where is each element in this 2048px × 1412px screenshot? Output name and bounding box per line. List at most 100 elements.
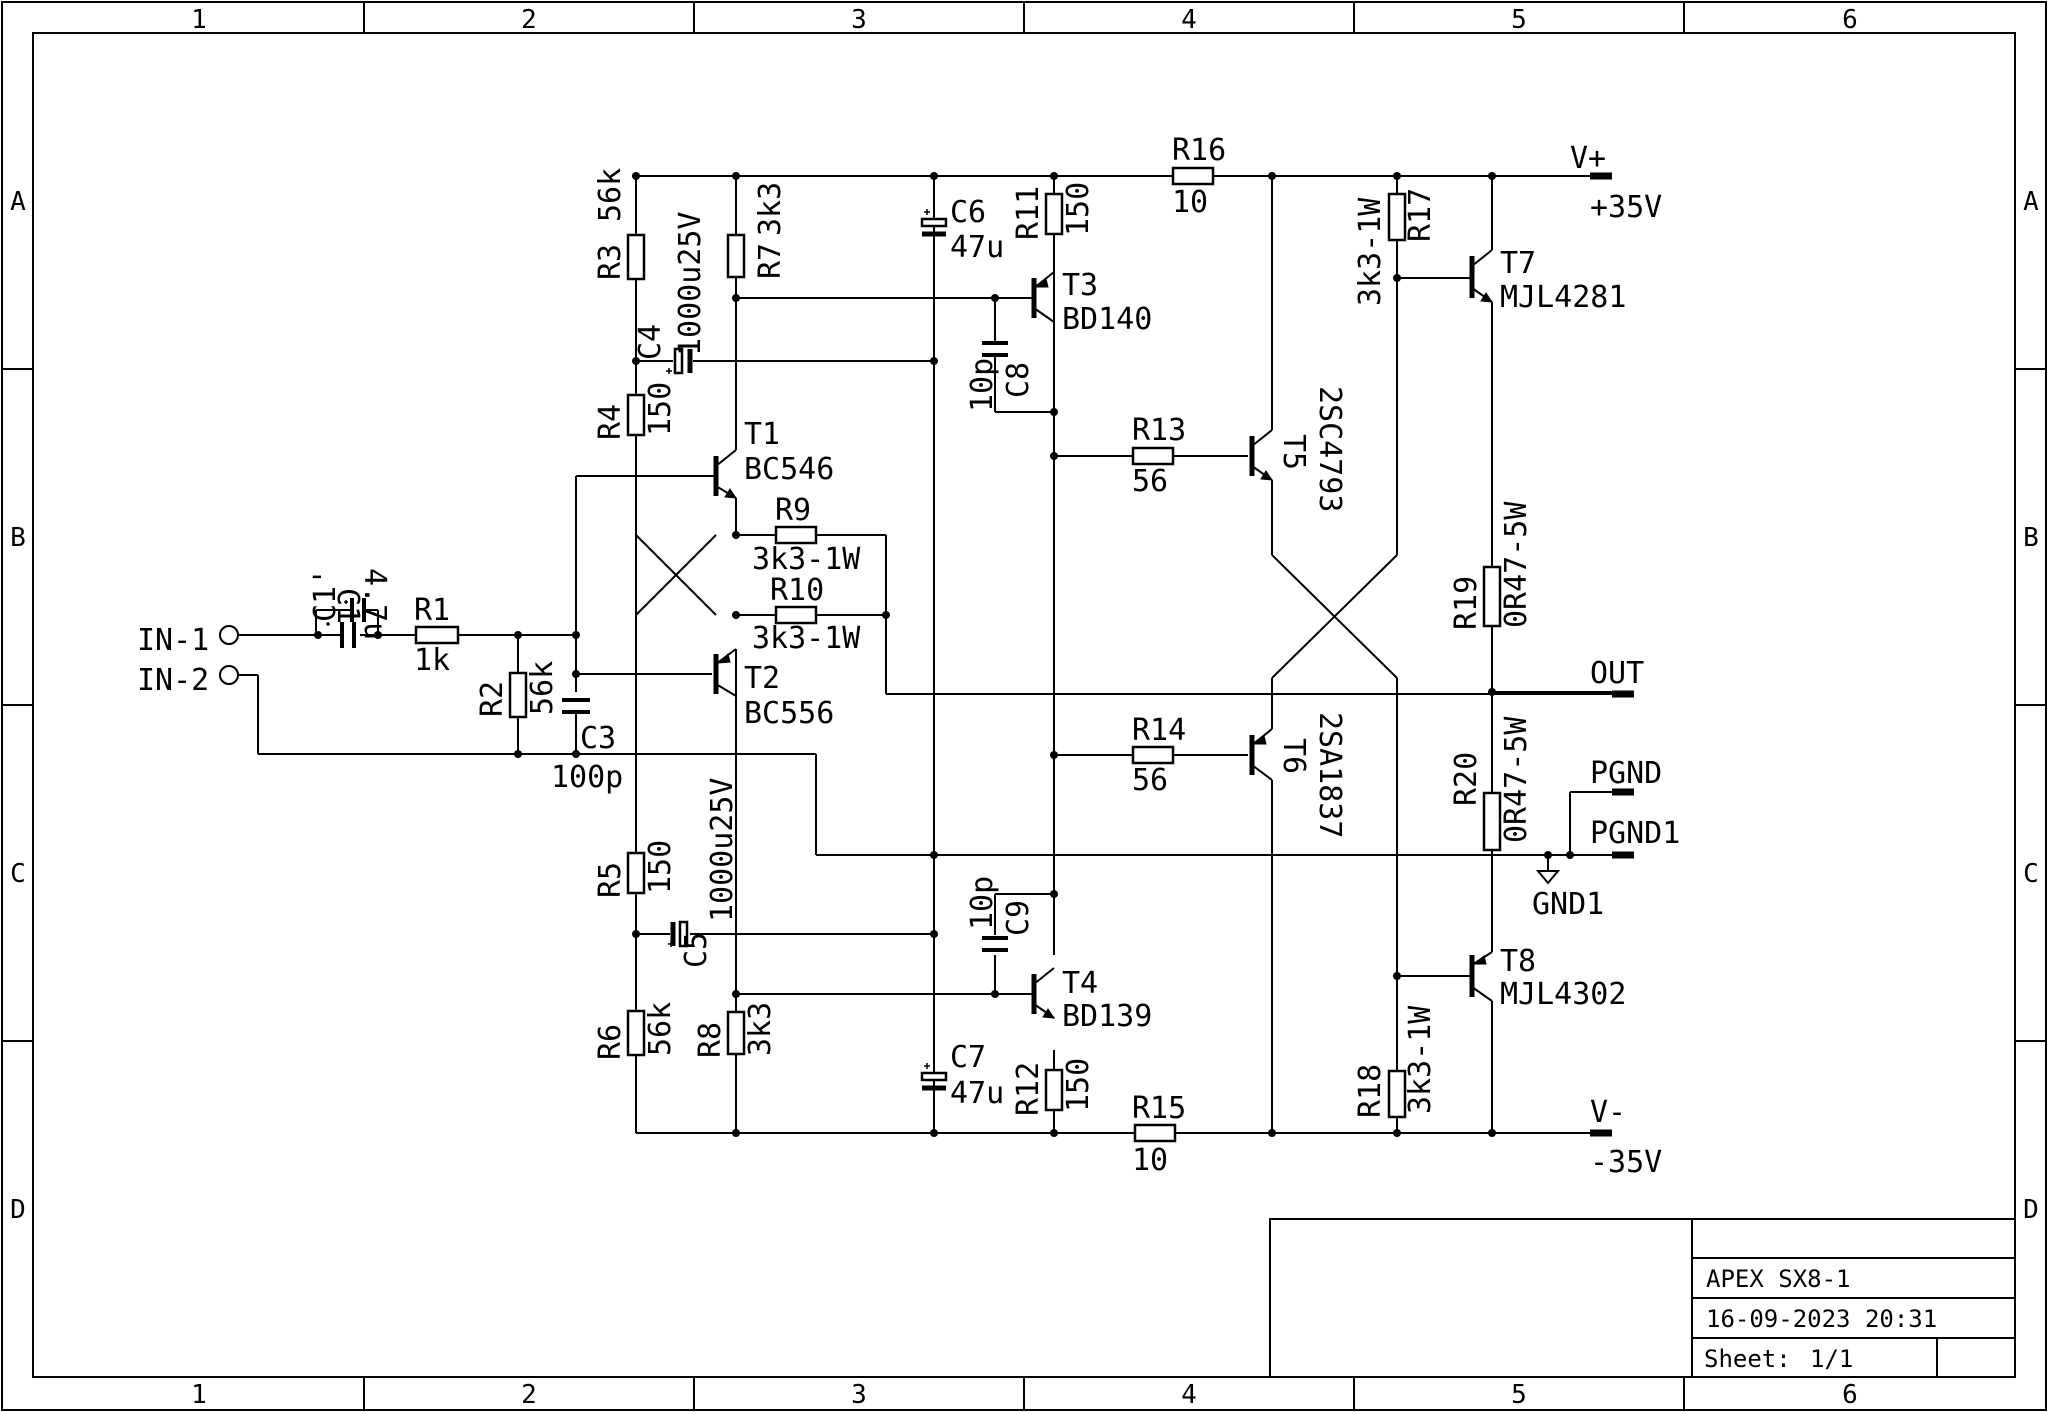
resistor-r17 — [1387, 192, 1407, 242]
capacitors — [340, 217, 1008, 1091]
ref-t1: T1 — [744, 417, 780, 452]
resistor-r19 — [1482, 565, 1502, 628]
resistor-r16 — [1171, 166, 1215, 186]
title-block-sheet-label: Sheet: — [1704, 1345, 1791, 1373]
value-t5: 2SC4793 — [1312, 386, 1347, 512]
input-terminal-2 — [219, 665, 239, 685]
resistor-r12 — [1044, 1068, 1064, 1112]
ports — [219, 172, 1634, 1137]
ref-t8: T8 — [1500, 944, 1536, 979]
ref-r15: R15 — [1132, 1091, 1186, 1126]
value-r5: 150 — [643, 840, 678, 894]
port-label-out: OUT — [1590, 656, 1644, 691]
transistor-t3 — [1020, 271, 1055, 323]
value-r18: 3k3-1W — [1403, 1005, 1438, 1114]
col-label-top: 4 — [1181, 5, 1197, 35]
ref-c1: C1 — [330, 588, 365, 624]
resistor-r1 — [414, 625, 460, 645]
title-block-title: APEX SX8-1 — [1706, 1265, 1851, 1293]
value-r6: 56k — [643, 1002, 678, 1056]
resistor-r15 — [1133, 1123, 1177, 1143]
ref-r16: R16 — [1172, 133, 1226, 168]
value-c9: 10p — [965, 876, 1000, 930]
ref-t4: T4 — [1062, 966, 1098, 1001]
ref-r11: R11 — [1011, 186, 1046, 240]
resistor-r4 — [626, 393, 646, 437]
resistor-r20 — [1482, 791, 1502, 852]
port-label-vminus-value: -35V — [1590, 1145, 1662, 1180]
ref-c5: C5 — [679, 932, 714, 968]
title-block-date: 16-09-2023 20:31 — [1706, 1305, 1937, 1333]
col-label-bottom: 1 — [191, 1380, 207, 1410]
ref-r5: R5 — [593, 862, 628, 898]
col-label-bottom: 6 — [1842, 1380, 1858, 1410]
value-c3: 100p — [551, 760, 623, 795]
value-t7: MJL4281 — [1500, 280, 1626, 315]
port-label-in2: IN-2 — [137, 663, 209, 698]
transistor-t8 — [1469, 951, 1493, 1002]
ground-symbol — [1535, 870, 1561, 885]
ref-r1: R1 — [414, 593, 450, 628]
resistor-r6 — [626, 1009, 646, 1057]
ref-c1-prime: C1' — [308, 568, 343, 622]
transistor-t7 — [1469, 249, 1493, 303]
ref-r13: R13 — [1132, 413, 1186, 448]
transistor-t4 — [1020, 967, 1055, 1019]
polarity-marks — [326, 209, 930, 1069]
title-block — [1269, 1218, 2016, 1378]
value-t2: BC556 — [744, 696, 834, 731]
value-c1: 4.7u — [357, 568, 392, 640]
value-r19: 0R47-5W — [1499, 501, 1534, 628]
ref-r18: R18 — [1353, 1064, 1388, 1118]
resistor-r5 — [626, 851, 646, 895]
value-c4: 1000u25V — [673, 212, 708, 357]
resistor-r13 — [1131, 446, 1175, 466]
transistors — [576, 249, 1493, 1019]
transistor-t6 — [1249, 728, 1273, 781]
value-r7: 3k3 — [753, 182, 788, 236]
capacitor-c4 — [673, 347, 693, 375]
value-t6: 2SA1837 — [1312, 712, 1347, 838]
value-r4: 150 — [643, 382, 678, 436]
row-label-right: B — [2023, 523, 2039, 553]
ref-c9: C9 — [1001, 900, 1036, 936]
value-c8: 10p — [965, 358, 1000, 412]
col-label-bottom: 4 — [1181, 1380, 1197, 1410]
value-r10: 3k3-1W — [752, 621, 861, 656]
ref-r20: R20 — [1449, 752, 1484, 806]
resistor-r18 — [1387, 1069, 1407, 1119]
value-r15: 10 — [1132, 1143, 1168, 1178]
value-r8: 3k3 — [743, 1002, 778, 1056]
col-label-bottom: 3 — [851, 1380, 867, 1410]
ref-r14: R14 — [1132, 713, 1186, 748]
col-label-top: 6 — [1842, 5, 1858, 35]
ref-c8: C8 — [1001, 362, 1036, 398]
resistor-r9 — [774, 525, 818, 545]
col-label-bottom: 5 — [1511, 1380, 1527, 1410]
value-r20: 0R47-5W — [1499, 716, 1534, 843]
ref-c6: C6 — [950, 195, 986, 230]
col-label-top: 2 — [521, 5, 537, 35]
ref-r4: R4 — [593, 404, 628, 440]
resistor-r14 — [1131, 745, 1175, 765]
capacitor-c7 — [920, 1071, 948, 1091]
capacitor-c9 — [982, 936, 1008, 952]
frame-column-labels: 1 2 3 4 5 6 1 2 3 4 5 6 — [191, 5, 1858, 1410]
row-label-left: A — [10, 187, 26, 217]
port-label-in1: IN-1 — [137, 623, 209, 658]
ref-r7: R7 — [753, 243, 788, 279]
value-r2: 56k — [525, 661, 560, 715]
value-t4: BD139 — [1062, 999, 1152, 1034]
ref-r6: R6 — [593, 1024, 628, 1060]
value-c7: 47u — [950, 1076, 1004, 1111]
capacitor-c6 — [920, 217, 948, 237]
value-c5: 1000u25V — [705, 778, 740, 923]
capacitor-c5 — [670, 920, 689, 948]
value-r1: 1k — [414, 643, 450, 678]
transistor-t2 — [713, 648, 737, 697]
frame-row-labels: A B C D A B C D — [10, 187, 2039, 1225]
value-c6: 47u — [950, 230, 1004, 265]
value-t3: BD140 — [1062, 302, 1152, 337]
port-label-pgnd: PGND — [1590, 756, 1662, 791]
